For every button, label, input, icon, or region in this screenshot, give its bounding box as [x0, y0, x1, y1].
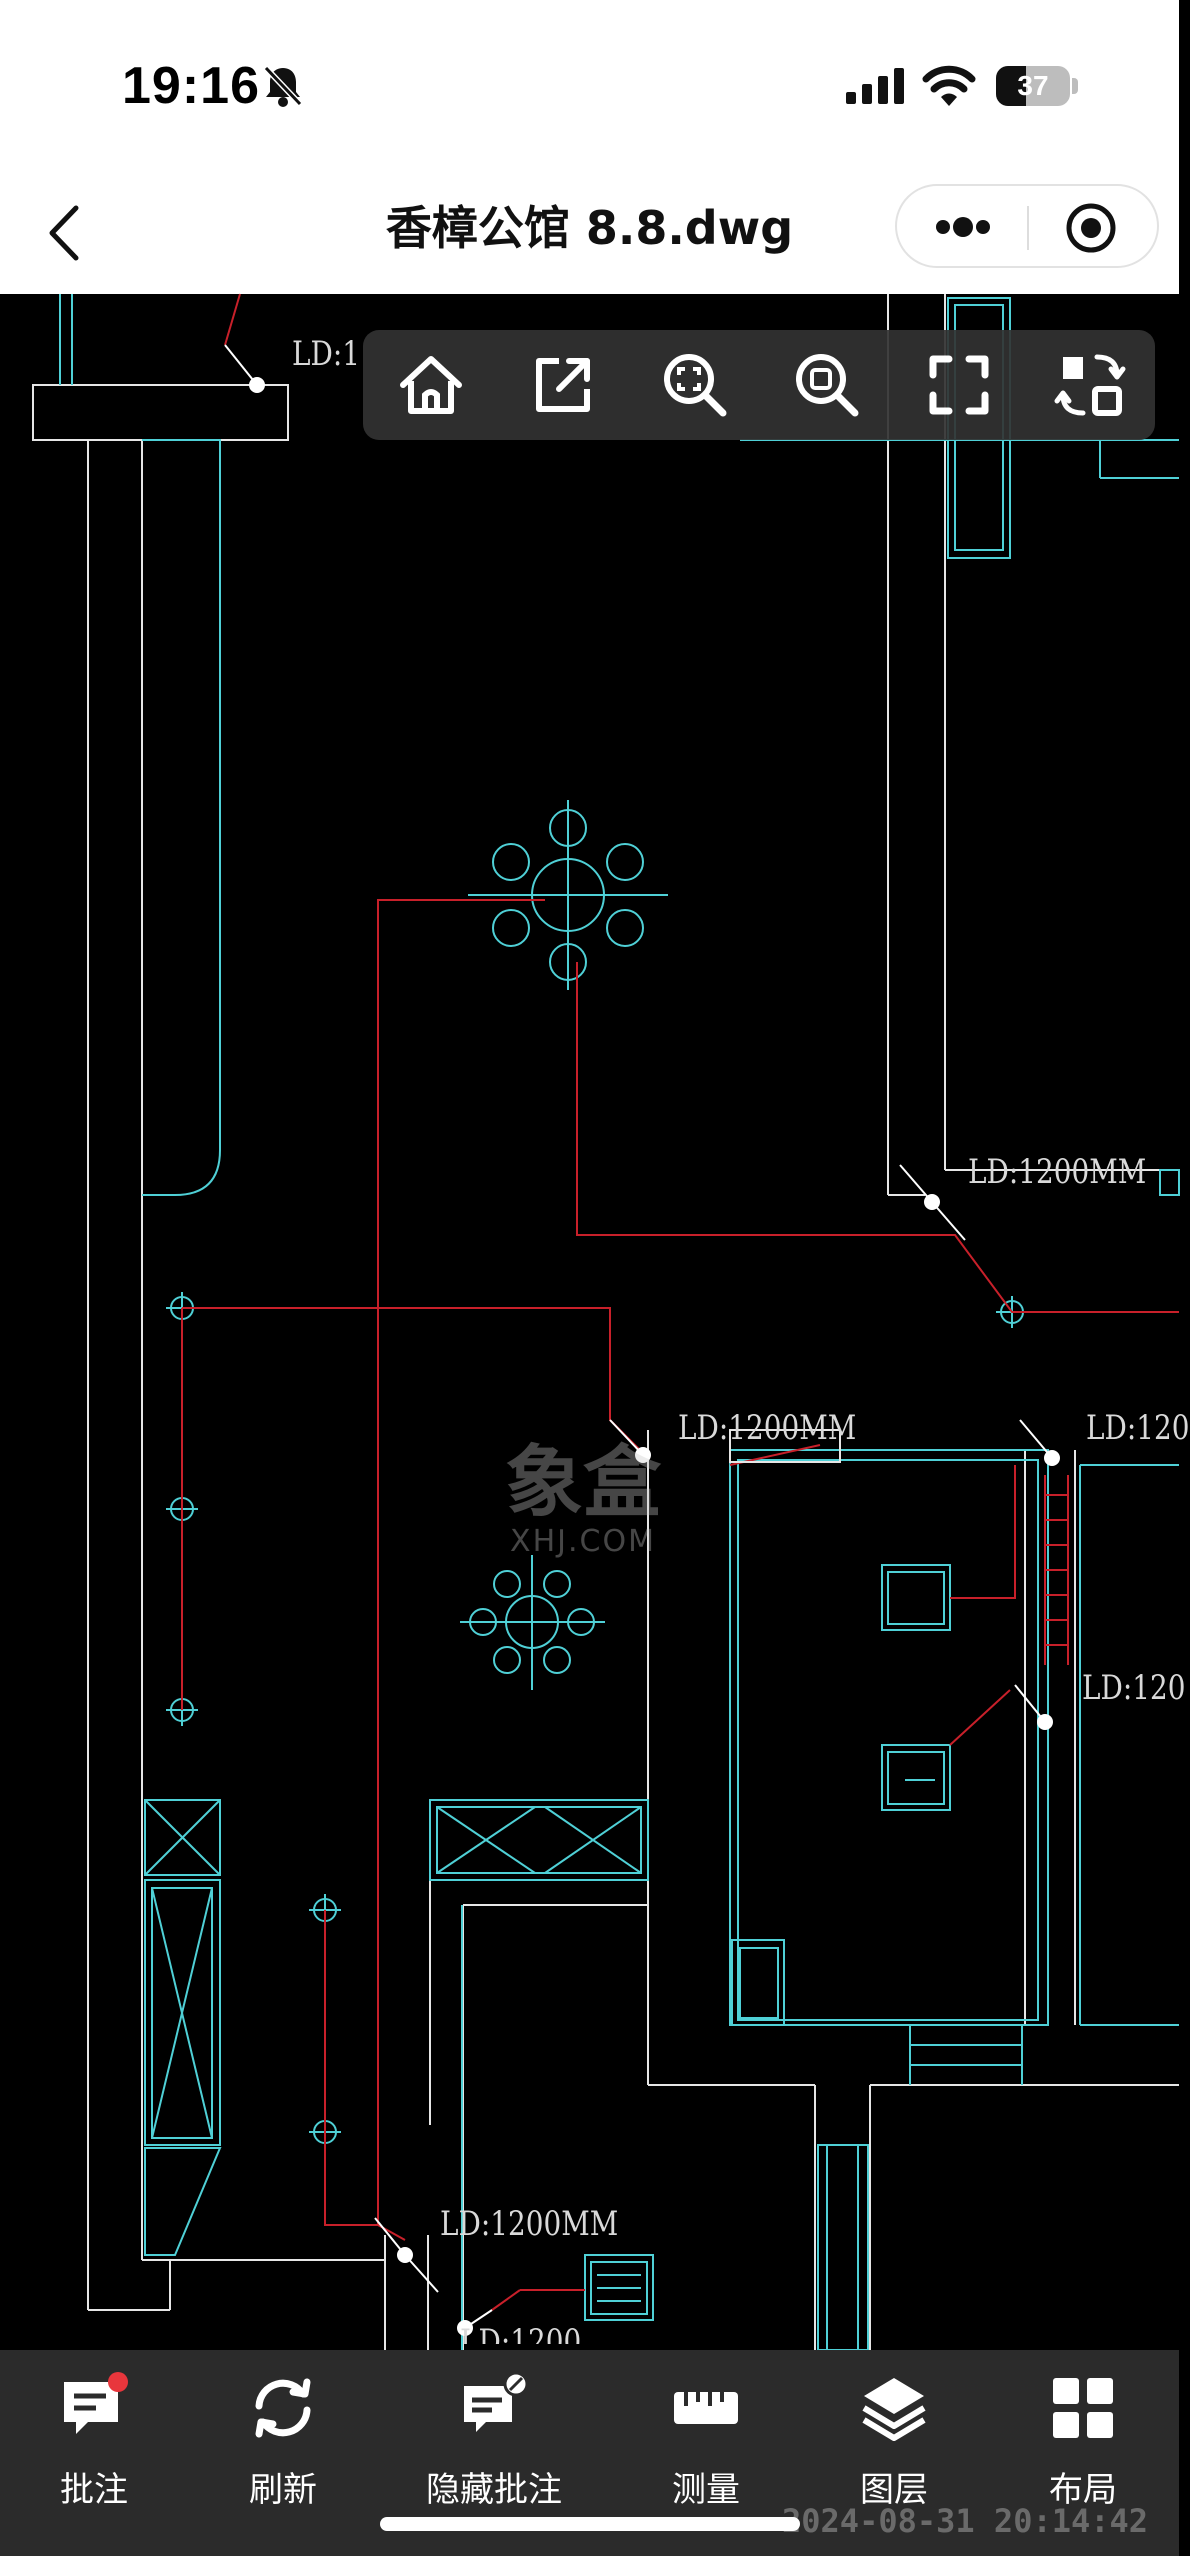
more-dots-icon[interactable]: [933, 212, 993, 242]
tab-hide-annotation-label: 隐藏批注: [426, 2470, 562, 2510]
watermark-main: 象盒: [505, 1438, 662, 1528]
capsule-divider: [1027, 206, 1029, 250]
ruler-icon: [674, 2392, 738, 2424]
cad-label-3: LD:1200MM: [678, 1408, 857, 1448]
mini-program-capsule: [895, 184, 1159, 268]
home-indicator[interactable]: [380, 2517, 800, 2531]
wifi-icon: [922, 65, 976, 106]
zoom-fit-icon[interactable]: [657, 347, 733, 423]
tab-refresh[interactable]: 刷新: [208, 2372, 358, 2511]
drawing-canvas[interactable]: LD:1 LD:1200MM LD:1200MM LD:120 LD:120 L…: [0, 293, 1189, 2351]
tab-layout[interactable]: 布局: [1008, 2372, 1158, 2511]
battery-level: 37: [1017, 70, 1049, 101]
cad-label-4: LD:120: [1086, 1408, 1190, 1448]
status-bar: 19:16 37: [0, 0, 1179, 170]
layout-grid-icon: [1053, 2378, 1113, 2438]
bottom-tab-bar: 批注 刷新 隐藏批注 测量: [0, 2350, 1179, 2556]
bell-slash-icon: [263, 65, 303, 107]
cad-label-1: LD:1: [292, 334, 361, 374]
share-icon[interactable]: [525, 347, 601, 423]
battery-icon: 37: [996, 66, 1070, 106]
tab-measure-label: 测量: [672, 2470, 740, 2510]
home-icon[interactable]: [393, 347, 469, 423]
hide-annotation-icon: [464, 2371, 529, 2432]
chevron-left-icon[interactable]: [46, 204, 82, 262]
watermark: 象盒 XHJ.COM: [505, 1420, 661, 1559]
tab-annotation-label: 批注: [60, 2470, 128, 2510]
tab-layers-label: 图层: [860, 2470, 928, 2510]
cad-label-7: LD:1200: [460, 2322, 582, 2362]
tab-layout-label: 布局: [1049, 2470, 1117, 2510]
tab-refresh-label: 刷新: [249, 2470, 317, 2510]
capture-timestamp: 2024-08-31 20:14:42: [782, 2502, 1149, 2540]
battery-tip: [1072, 78, 1078, 94]
tab-measure[interactable]: 测量: [631, 2372, 781, 2511]
annotation-icon: [64, 2372, 128, 2434]
tab-layers[interactable]: 图层: [819, 2372, 969, 2511]
switch-layout-icon[interactable]: [1053, 347, 1129, 423]
cad-drawing: [32, 293, 1180, 2351]
cad-label-6: LD:1200MM: [440, 2204, 619, 2244]
cellular-signal-icon: [846, 68, 904, 104]
zoom-window-icon[interactable]: [789, 347, 865, 423]
cad-label-2: LD:1200MM: [968, 1152, 1147, 1192]
tab-annotation[interactable]: 批注: [19, 2372, 169, 2511]
watermark-sub: XHJ.COM: [510, 1524, 656, 1559]
page-title: 香樟公馆 8.8.dwg: [385, 201, 794, 255]
layers-icon: [862, 2378, 926, 2441]
cad-label-5: LD:120: [1082, 1668, 1186, 1708]
refresh-icon: [255, 2378, 311, 2438]
viewer-toolbar: [363, 330, 1155, 440]
tab-hide-annotation[interactable]: 隐藏批注: [419, 2371, 569, 2511]
target-icon[interactable]: [1065, 202, 1117, 254]
status-time: 19:16: [122, 57, 260, 115]
fullscreen-icon[interactable]: [921, 347, 997, 423]
nav-bar: 香樟公馆 8.8.dwg: [0, 170, 1179, 295]
